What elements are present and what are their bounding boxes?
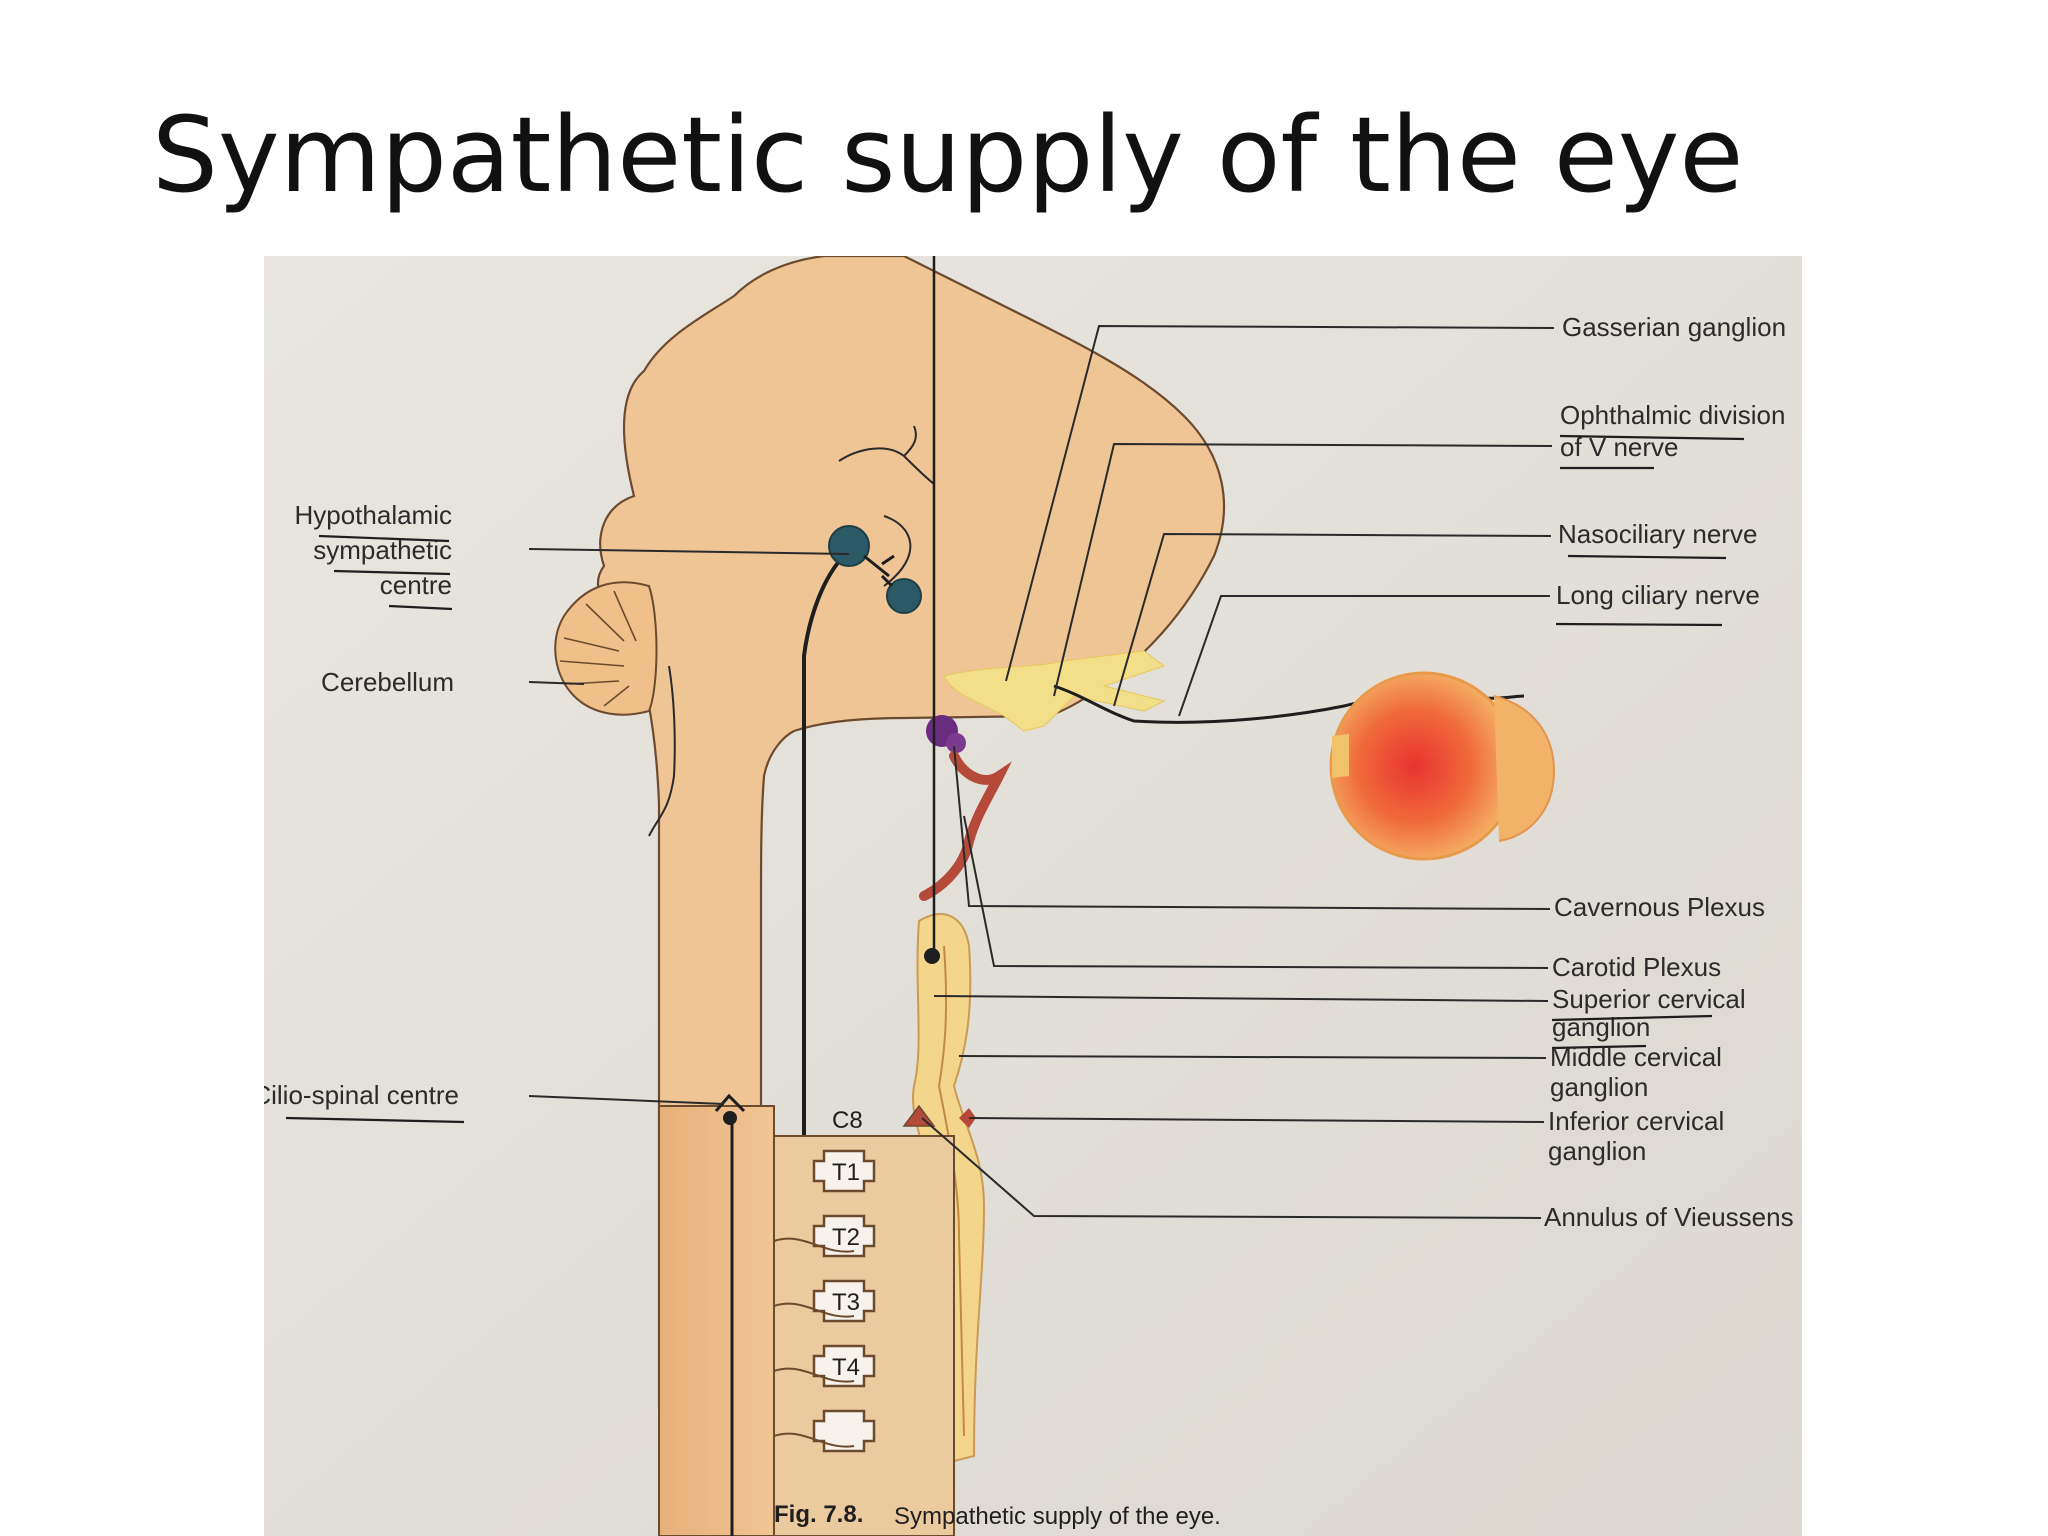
label-gasserian: Gasserian ganglion (1562, 312, 1786, 342)
vertebra-label-c8: C8 (832, 1107, 863, 1134)
ciliospinal-arrow (714, 1093, 746, 1113)
figure-caption-text: Sympathetic supply of the eye. (894, 1503, 1221, 1530)
eyeball (1329, 671, 1556, 861)
leader-hypothalamic (528, 548, 850, 555)
spinal-cord (658, 1105, 775, 1536)
underline-ciliospinal (285, 1116, 465, 1124)
gasserian-ganglion (943, 650, 1166, 732)
vertebra-label-t3: T3 (832, 1289, 860, 1316)
vertebral-column (773, 1135, 955, 1536)
label-ophthalmic-1: Ophthalmic division (1560, 400, 1785, 430)
leader-carotid (963, 815, 1549, 969)
underline-long-ciliary (1555, 622, 1723, 627)
leader-nasociliary (1113, 532, 1552, 707)
leader-cerebellum (528, 681, 585, 685)
brainstem-contour (648, 665, 676, 837)
underline-superior-cervical (1551, 1014, 1713, 1050)
hypothalamic-synapse (863, 554, 895, 588)
leader-cavernous (953, 745, 1551, 910)
leader-ophthalmic (1053, 442, 1553, 697)
label-carotid: Carotid Plexus (1552, 952, 1721, 982)
vertebra-label-t1: T1 (832, 1159, 860, 1186)
leader-superior-cervical (933, 995, 1549, 1002)
label-cavernous: Cavernous Plexus (1554, 892, 1765, 922)
underline-ophthalmic (1559, 434, 1745, 470)
leader-ciliospinal (528, 1095, 725, 1105)
label-annulus: Annulus of Vieussens (1544, 1202, 1794, 1232)
anatomy-figure-photo: C8 T1 T2 T3 T4 Hypothalamic sympathetic … (264, 256, 1802, 1536)
superior-cervical-dot (924, 948, 940, 964)
hypothalamic-nucleus-2 (886, 578, 922, 614)
leader-gasserian (1005, 324, 1555, 682)
leader-middle-cervical (958, 1055, 1547, 1059)
label-superior-cervical-1: Superior cervical (1552, 984, 1746, 1014)
brain-sulcus-2 (903, 425, 917, 457)
vertebra-label-t2: T2 (832, 1224, 860, 1251)
leader-inferior-cervical (968, 1117, 1545, 1123)
label-hypothalamic-1: Hypothalamic (294, 500, 452, 530)
ciliospinal-dot (723, 1111, 737, 1125)
brain-sulcus-3 (883, 515, 912, 587)
underline-nasociliary (1567, 554, 1727, 560)
leader-long-ciliary (1178, 595, 1550, 717)
label-middle-cervical-1: Middle cervical (1550, 1042, 1722, 1072)
label-inferior-cervical-2: ganglion (1548, 1136, 1646, 1166)
leader-annulus (921, 1117, 1542, 1219)
label-inferior-cervical-1: Inferior cervical (1548, 1106, 1724, 1136)
figure-caption-number: Fig. 7.8. (774, 1501, 863, 1528)
trunk-inner (937, 945, 965, 1437)
inferior-ganglion-mark-2 (959, 1108, 976, 1128)
label-middle-cervical-2: ganglion (1550, 1072, 1648, 1102)
vertebra-label-t4: T4 (832, 1354, 860, 1381)
label-cerebellum: Cerebellum (321, 667, 454, 697)
label-ciliospinal: Cilio-spinal centre (264, 1080, 459, 1110)
slide-title: Sympathetic supply of the eye (152, 94, 1744, 216)
label-long-ciliary: Long ciliary nerve (1556, 580, 1760, 610)
label-superior-cervical-2: ganglion (1552, 1012, 1650, 1042)
brain-sulcus (838, 447, 935, 485)
label-hypothalamic-3: centre (380, 570, 452, 600)
cerebellum (554, 581, 658, 716)
underline-hypothalamic (318, 534, 453, 611)
carotid-plexus (919, 751, 1012, 901)
label-nasociliary: Nasociliary nerve (1558, 519, 1757, 549)
descending-pathway (802, 554, 846, 1536)
hypothalamic-nucleus (828, 525, 870, 567)
